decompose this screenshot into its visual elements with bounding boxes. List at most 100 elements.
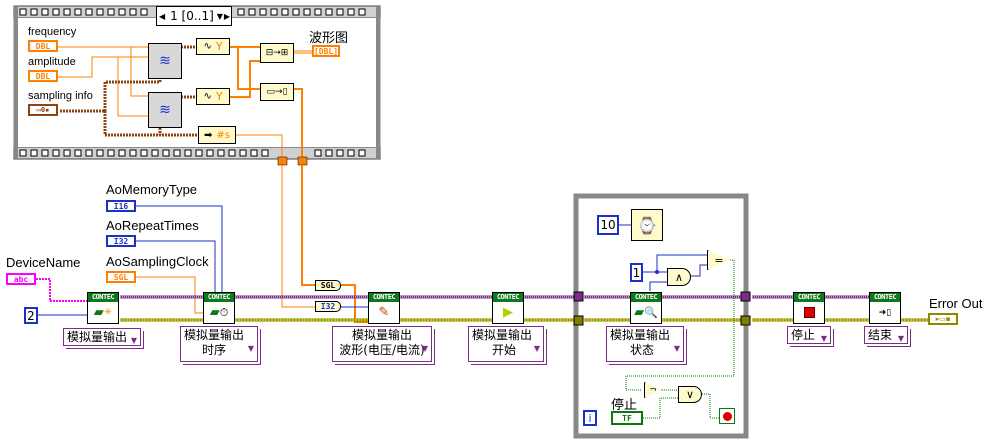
ao-sampling-clock-control[interactable]: SGL <box>106 271 136 283</box>
vi-selector-ring-exit[interactable]: 结束 ▼ <box>864 326 908 344</box>
ring-text-line1: 模拟量输出 <box>610 328 671 342</box>
prev-frame-icon[interactable]: ◀ <box>159 11 166 21</box>
get-waveform-y-2[interactable]: ∿Y <box>196 88 230 105</box>
vi-selector-ring-write[interactable]: 模拟量输出 波形(电压/电流) ▼ <box>332 326 432 362</box>
ao-timing-vi[interactable]: CONTEC ▰⏱ <box>203 292 235 324</box>
ao-status-vi[interactable]: CONTEC ▰🔍 <box>630 292 662 324</box>
ao-sampling-clock-label: AoSamplingClock <box>106 254 209 269</box>
device-name-control[interactable]: abc <box>6 273 36 285</box>
ao-init-vi[interactable]: CONTEC ▰✳ <box>87 292 119 324</box>
stop-icon <box>794 302 824 323</box>
frequency-label: frequency <box>28 26 77 38</box>
ring-text: 模拟量输出 <box>67 330 128 344</box>
waveform-graph-indicator[interactable]: [DBL] <box>312 45 340 57</box>
dropdown-arrow-icon: ▼ <box>533 344 540 353</box>
amplitude-control[interactable]: DBL <box>28 70 58 82</box>
next-frame-icon[interactable]: ▶ <box>223 11 230 21</box>
format-into-string-node[interactable]: ➡#s <box>198 126 236 144</box>
write-icon: ✎ <box>378 305 390 320</box>
vi-selector-ring-timing[interactable]: 模拟量输出 时序 ▼ <box>180 326 258 362</box>
interleave-icon: ▭→▯ <box>266 87 288 97</box>
contec-header: CONTEC <box>369 293 399 302</box>
build-array-icon: ⊟→⊞ <box>265 48 289 58</box>
sine-waveform-vi-2[interactable]: ≋ <box>148 92 182 128</box>
contec-header: CONTEC <box>794 293 824 302</box>
ring-text-line1: 模拟量输出 <box>351 328 412 342</box>
contec-header: CONTEC <box>88 293 118 302</box>
ring-text-line2: 开始 <box>492 343 517 357</box>
ao-repeat-times-label: AoRepeatTimes <box>106 218 199 233</box>
channel-constant[interactable]: 2 <box>24 307 38 324</box>
status-icon: ▰🔍 <box>634 305 658 320</box>
dropdown-arrow-icon: ▼ <box>421 344 428 353</box>
arrow-right-icon: ➡ <box>204 129 213 141</box>
vi-selector-ring-init[interactable]: 模拟量输出▼ <box>63 328 141 346</box>
ao-stop-vi[interactable]: CONTEC <box>793 292 825 324</box>
y-component-icon: Y <box>215 40 223 53</box>
dropdown-arrow-icon: ▼ <box>673 344 680 353</box>
iteration-terminal: i <box>583 410 597 426</box>
or-node[interactable]: ∨ <box>678 386 702 403</box>
ring-text-line2: 波形(电压/电流) <box>339 343 425 357</box>
dropdown-arrow-icon: ▼ <box>897 334 904 343</box>
error-out-indicator[interactable]: ▸▭▪ <box>928 313 958 325</box>
waveform-icon: ∿ <box>203 41 212 52</box>
ao-exit-vi[interactable]: CONTEC ➜▯ <box>869 292 901 324</box>
interleave-array-node[interactable]: ▭→▯ <box>260 83 294 101</box>
waveform-generator-icon: ≋ <box>159 102 171 118</box>
contec-header: CONTEC <box>870 293 900 302</box>
ao-start-vi[interactable]: CONTEC ▶ <box>492 292 524 324</box>
y-component-icon: Y <box>215 90 223 103</box>
stop-button-label: 停止 <box>611 397 638 412</box>
contec-header: CONTEC <box>631 293 661 302</box>
error-out-label: Error Out <box>929 296 983 311</box>
stop-button-control[interactable]: TF <box>611 411 643 425</box>
dropdown-arrow-icon: ▼ <box>247 344 254 353</box>
dropdown-arrow-icon: ▼ <box>130 336 137 345</box>
start-icon: ▶ <box>503 305 513 320</box>
init-icon: ▰✳ <box>93 305 113 320</box>
wait-ms-constant[interactable]: 10 <box>597 215 619 235</box>
waveform-graph-label: 波形图 <box>309 30 349 45</box>
sgl-conversion-node[interactable]: SGL <box>315 280 341 291</box>
sampling-info-control[interactable]: ▭0▪ <box>28 104 58 116</box>
sampling-info-label: sampling info <box>28 90 93 102</box>
amplitude-label: amplitude <box>28 56 76 68</box>
contec-header: CONTEC <box>204 293 234 302</box>
exit-icon: ➜▯ <box>878 307 892 318</box>
wait-ms-node[interactable]: ⌚ <box>631 209 663 241</box>
ao-write-waveform-vi[interactable]: CONTEC ✎ <box>368 292 400 324</box>
build-array-node[interactable]: ⊟→⊞ <box>260 43 294 63</box>
device-name-label: DeviceName <box>6 255 81 270</box>
and-constant[interactable]: 1 <box>630 263 643 282</box>
stop-sign-icon <box>722 411 732 421</box>
frequency-control[interactable]: DBL <box>28 40 58 52</box>
ring-text-line1: 模拟量输出 <box>184 328 245 342</box>
sequence-frame-label: 1 [0..1] <box>170 9 214 23</box>
ring-text: 停止 <box>791 328 816 342</box>
frame-dropdown-icon[interactable]: ▼ <box>216 11 223 21</box>
ring-text-line2: 状态 <box>630 343 655 357</box>
and-node[interactable]: ∧ <box>667 268 691 286</box>
sequence-selector[interactable]: ◀ 1 [0..1] ▼ ▶ <box>156 6 232 26</box>
waveform-generator-icon: ≋ <box>159 53 171 69</box>
waveform-icon: ∿ <box>203 91 212 102</box>
contec-header: CONTEC <box>493 293 523 302</box>
loop-condition-terminal[interactable] <box>719 408 735 424</box>
ring-text: 结束 <box>868 328 893 342</box>
vi-selector-ring-stop[interactable]: 停止▼ <box>787 326 831 344</box>
timing-icon: ▰⏱ <box>209 305 229 320</box>
ao-repeat-times-control[interactable]: I32 <box>106 235 136 247</box>
format-string-icon: #s <box>216 129 230 141</box>
sine-waveform-vi-1[interactable]: ≋ <box>148 43 182 79</box>
ring-text-line1: 模拟量输出 <box>472 328 533 342</box>
get-waveform-y-1[interactable]: ∿Y <box>196 38 230 55</box>
vi-selector-ring-status[interactable]: 模拟量输出 状态 ▼ <box>606 326 684 362</box>
vi-selector-ring-start[interactable]: 模拟量输出 开始 ▼ <box>468 326 544 362</box>
ao-memory-type-control[interactable]: I16 <box>106 200 136 212</box>
ao-memory-type-label: AoMemoryType <box>106 182 198 197</box>
i32-conversion-node[interactable]: I32 <box>315 301 341 312</box>
ring-text-line2: 时序 <box>202 343 227 357</box>
stopwatch-icon: ⌚ <box>637 215 657 235</box>
